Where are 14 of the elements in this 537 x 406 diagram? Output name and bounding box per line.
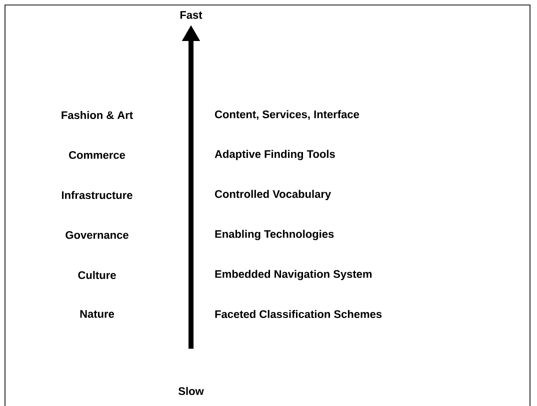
category-label: Fashion & Art [62,110,133,120]
category-label: Content, Services, Interface [215,110,360,120]
category-label: Culture [78,270,116,280]
category-label: Adaptive Finding Tools [214,150,335,160]
axis-label: Fast [180,11,202,19]
category-label: Governance [66,231,128,239]
category-label: Infrastructure [62,190,132,200]
category-label: Enabling Technologies [215,230,334,240]
category-label: Faceted Classification Schemes [215,310,382,318]
category-label: Controlled Vocabulary [215,190,332,200]
axis-label: Slow [178,386,204,396]
category-label: Commerce [69,151,126,159]
category-label: Nature [80,310,114,318]
category-label: Embedded Navigation System [215,270,372,280]
